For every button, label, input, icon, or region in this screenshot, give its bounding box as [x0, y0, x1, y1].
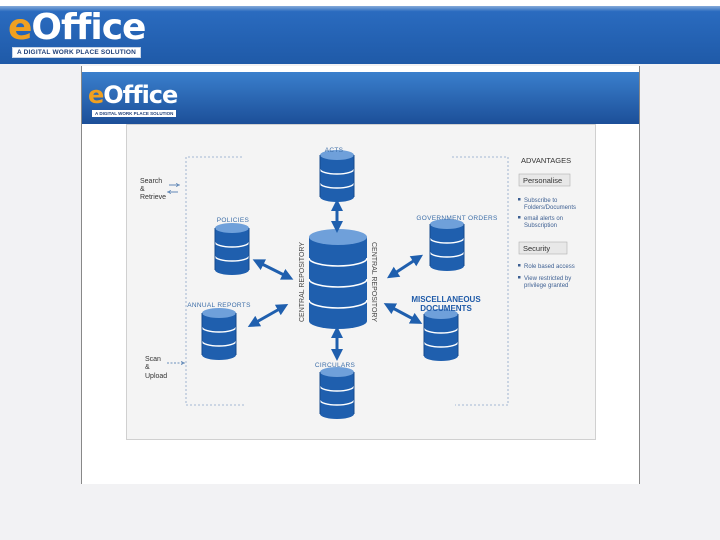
personalise-label: Personalise — [523, 176, 562, 185]
inner-header: eOffice A DIGITAL WORK PLACE SOLUTION — [82, 72, 639, 124]
security-label: Security — [523, 244, 550, 253]
government-orders-label: GOVERNMENT ORDERS — [416, 215, 498, 222]
inner-logo: eOffice — [88, 81, 178, 109]
inner-tagline: A DIGITAL WORK PLACE SOLUTION — [92, 110, 177, 117]
inner-logo-word: Office — [103, 81, 178, 109]
left-dashed-bracket — [185, 156, 244, 406]
inner-logo-letter-e: e — [88, 81, 104, 109]
miscellaneous-database-icon — [423, 308, 459, 362]
miscellaneous-arrow — [383, 303, 423, 324]
annual-reports-label: ANNUAL REPORTS — [187, 302, 251, 309]
government-orders-arrow — [386, 254, 424, 279]
search-label: Search — [140, 178, 162, 185]
circulars-label: CIRCULARS — [315, 362, 356, 369]
logo-letter-e: e — [8, 7, 32, 48]
bullet-icon — [518, 276, 521, 279]
header-top-stripe — [0, 0, 720, 6]
bullet-icon — [518, 198, 521, 201]
retrieve-label: Retrieve — [140, 194, 166, 201]
central-repository-database-icon — [308, 228, 368, 330]
advantages-title: ADVANTAGES — [521, 156, 571, 165]
central-repository-right-label: CENTRAL REPOSITORY — [370, 242, 377, 322]
scan-amp-label: & — [145, 364, 150, 371]
policies-arrow — [252, 259, 294, 280]
subscribe-item-line2: Folders/Documents — [524, 205, 576, 211]
bullet-icon — [518, 216, 521, 219]
right-dashed-bracket — [452, 156, 509, 406]
logo-tagline: A DIGITAL WORK PLACE SOLUTION — [12, 47, 142, 58]
miscellaneous-label-line2: DOCUMENTS — [420, 304, 472, 313]
slide-header: eOffice A DIGITAL WORK PLACE SOLUTION — [0, 0, 720, 64]
miscellaneous-label-line1: MISCELLANEOUS — [411, 295, 481, 304]
search-amp-label: & — [140, 186, 145, 193]
scan-label: Scan — [145, 356, 161, 363]
security-button — [518, 241, 568, 255]
email-alerts-item-line2: Subscription — [524, 223, 557, 229]
government-orders-database-icon — [429, 218, 465, 272]
personalise-button — [518, 173, 571, 187]
acts-label: ACTS — [325, 147, 344, 154]
policies-database-icon — [214, 222, 250, 276]
upload-label: Upload — [145, 373, 167, 380]
bullet-icon — [518, 264, 521, 267]
circulars-database-icon — [319, 366, 355, 420]
policies-label: POLICIES — [217, 217, 250, 224]
logo-word: Office — [31, 7, 146, 48]
subscribe-item-line1: Subscribe to — [524, 198, 558, 204]
view-restricted-item-line2: privilege granted — [524, 283, 568, 289]
acts-database-icon — [319, 149, 355, 203]
view-restricted-item-line1: View restricted by — [524, 276, 571, 282]
annual-reports-arrow — [247, 304, 289, 327]
eoffice-logo: eOffice — [8, 7, 146, 48]
email-alerts-item-line1: email alerts on — [524, 216, 563, 222]
annual-reports-database-icon — [201, 307, 237, 361]
role-based-item: Role based access — [524, 264, 575, 270]
central-repository-left-label: CENTRAL REPOSITORY — [299, 242, 306, 322]
